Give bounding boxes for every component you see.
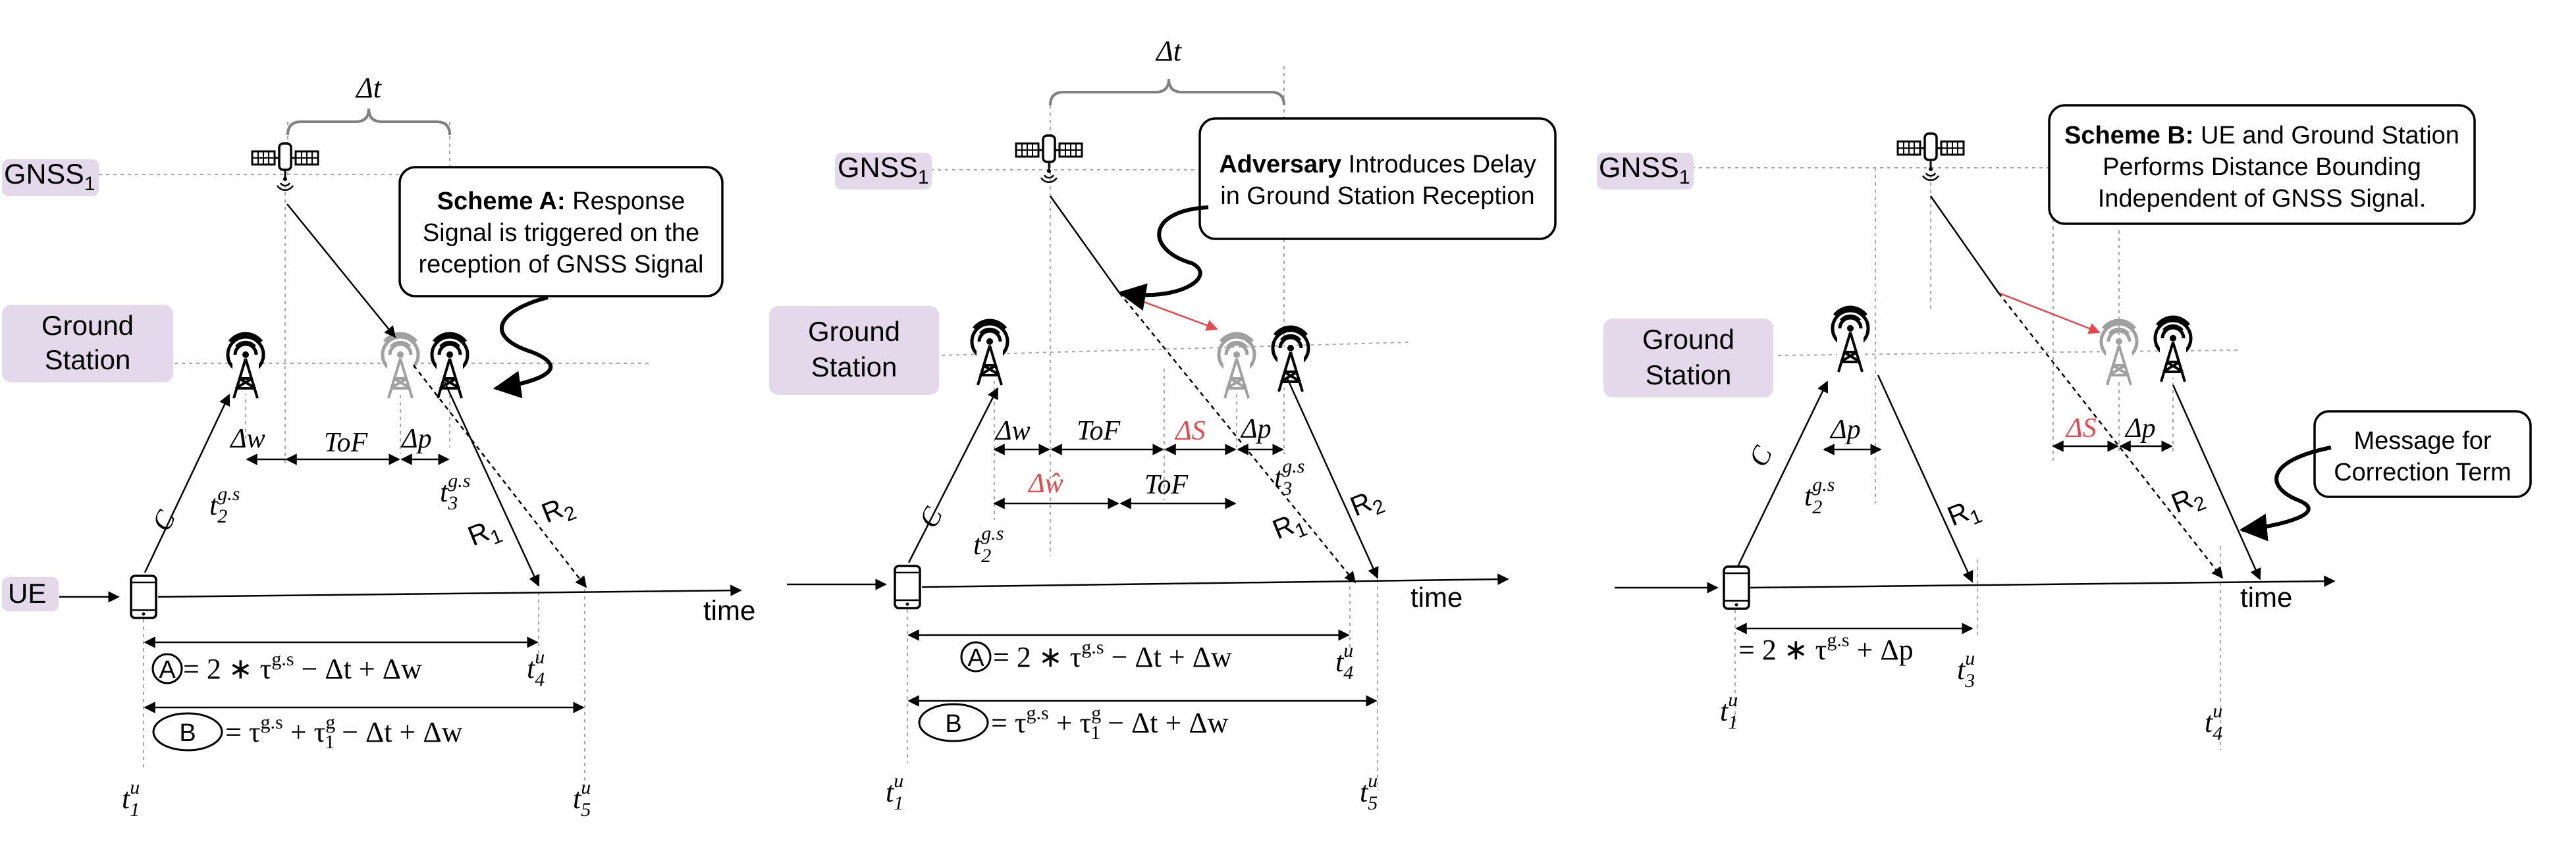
svg-text:reception of GNSS Signal: reception of GNSS Signal bbox=[418, 251, 703, 278]
r1-label: R1 bbox=[1268, 505, 1310, 550]
antenna-tower-icon bbox=[1273, 327, 1308, 392]
time-label: time bbox=[703, 595, 755, 626]
t1-u-label: t1u bbox=[886, 770, 903, 814]
ground-station-label-line2: Station bbox=[1646, 359, 1732, 390]
panel-scheme-a: GNSS1 Ground Station UE Δt C R1 R2 bbox=[2, 72, 755, 821]
delta-s-label: ΔS bbox=[2065, 413, 2097, 444]
r2-label: R2 bbox=[537, 488, 579, 534]
t2-gs-label: t2g.s bbox=[209, 483, 240, 527]
correction-callout: Message for Correction Term bbox=[2239, 410, 2532, 542]
smartphone-icon bbox=[894, 565, 921, 609]
satellite-icon bbox=[1896, 132, 1965, 182]
t3-u-label: t3u bbox=[1957, 648, 1975, 692]
ground-station-label-line2: Station bbox=[45, 344, 131, 375]
ground-station-label-line1: Ground bbox=[1642, 324, 1734, 355]
ue-label-box bbox=[2, 577, 59, 611]
ghost-antenna-tower-icon bbox=[2101, 320, 2137, 385]
gnss-label: GNSS1 bbox=[838, 152, 929, 188]
delta-w-label: Δw bbox=[994, 416, 1031, 446]
t5-u-label: t5u bbox=[573, 777, 591, 821]
scheme-a-callout: Scheme A: Response Signal is triggered o… bbox=[398, 166, 724, 399]
adversary-callout: Adversary Introduces Delay in Ground Sta… bbox=[1117, 117, 1557, 311]
equation-a: = 2 ∗ τg.s − Δt + Δw bbox=[183, 648, 422, 685]
t4-u-label: t4u bbox=[527, 646, 545, 690]
ghost-antenna-tower-icon bbox=[383, 334, 418, 398]
delta-t-label: Δt bbox=[355, 72, 383, 104]
ground-station-label-box bbox=[2, 305, 173, 382]
satellite-icon bbox=[251, 142, 319, 192]
tof-label: ToF bbox=[324, 428, 368, 458]
delta-t-brace bbox=[286, 108, 451, 136]
delta-t-label: Δt bbox=[1155, 35, 1183, 67]
ue-label: UE bbox=[8, 578, 46, 609]
satellite-icon bbox=[1015, 134, 1083, 184]
delta-p-label: Δp bbox=[2124, 413, 2156, 444]
delta-p-label: Δp bbox=[1829, 415, 1861, 445]
t1-u-label: t1u bbox=[1720, 689, 1738, 733]
t5-u-label: t5u bbox=[1360, 770, 1378, 814]
tof-label: ToF bbox=[1144, 470, 1189, 500]
antenna-tower-icon bbox=[1833, 307, 1868, 372]
delta-p-label: Δp bbox=[400, 424, 432, 454]
delta-s-label: ΔS bbox=[1174, 416, 1206, 446]
svg-text:Adversary Introduces Delay: Adversary Introduces Delay bbox=[1219, 151, 1536, 178]
delta-w-label: Δw bbox=[229, 424, 265, 454]
time-label: time bbox=[1410, 582, 1462, 613]
t2-gs-label: t2g.s bbox=[1804, 474, 1835, 518]
svg-text:Message for: Message for bbox=[2353, 427, 2491, 455]
svg-text:Signal is triggered on the: Signal is triggered on the bbox=[423, 219, 699, 247]
delta-w-hat-label: Δŵ bbox=[1027, 469, 1063, 499]
svg-text:A: A bbox=[967, 644, 984, 672]
scheme-a-marker: A bbox=[159, 656, 176, 684]
time-label: time bbox=[2240, 582, 2292, 613]
c-label: C bbox=[147, 505, 182, 536]
antenna-tower-icon bbox=[2155, 317, 2191, 382]
t2-gs-label: t2g.s bbox=[973, 523, 1004, 567]
gnss-label-box bbox=[2, 159, 99, 196]
smartphone-icon bbox=[1723, 565, 1750, 610]
equation-a: = 2 ∗ τg.s − Δt + Δw bbox=[993, 636, 1232, 673]
t4-u-label: t4u bbox=[1335, 640, 1353, 684]
t1-u-label: t1u bbox=[122, 777, 140, 821]
scheme-b-callout: Scheme B: UE and Ground Station Performs… bbox=[2048, 104, 2476, 225]
svg-text:in Ground Station Reception: in Ground Station Reception bbox=[1220, 182, 1534, 210]
svg-text:B: B bbox=[945, 710, 961, 738]
panel-scheme-b: GNSS1 Ground Station C R1 R2 Δp ΔS Δp t2… bbox=[1597, 104, 2532, 750]
r1-label: R1 bbox=[464, 511, 506, 557]
svg-text:Scheme B: UE and Ground Statio: Scheme B: UE and Ground Station bbox=[2064, 122, 2459, 149]
svg-text:Independent of GNSS Signal.: Independent of GNSS Signal. bbox=[2098, 185, 2427, 213]
gnss-label: GNSS1 bbox=[1599, 152, 1690, 188]
c-label: C bbox=[914, 502, 950, 532]
svg-text:Scheme A: Response: Scheme A: Response bbox=[437, 188, 685, 215]
panel-adversary: GNSS1 Ground Station Δt C R1 R2 Δw ToF Δ… bbox=[769, 35, 1557, 814]
tof-label: ToF bbox=[1077, 416, 1121, 446]
smartphone-icon bbox=[130, 575, 157, 619]
time-axis bbox=[157, 584, 742, 598]
antenna-tower-icon bbox=[972, 320, 1007, 385]
t3-gs-label: t3g.s bbox=[1274, 455, 1304, 499]
ground-station-label-line1: Ground bbox=[808, 316, 900, 347]
r2-label: R2 bbox=[2167, 478, 2209, 524]
scheme-b-marker: B bbox=[179, 719, 196, 747]
equation-c: = 2 ∗ τg.s + Δp bbox=[1738, 629, 1914, 666]
c-label: C bbox=[1744, 441, 1779, 471]
ghost-antenna-tower-icon bbox=[1219, 334, 1254, 398]
t4-u-label: t4u bbox=[2205, 700, 2222, 744]
t3-gs-label: t3g.s bbox=[440, 470, 470, 514]
svg-text:Performs Distance Bounding: Performs Distance Bounding bbox=[2103, 153, 2421, 181]
gnss-label: GNSS1 bbox=[4, 159, 95, 195]
ground-station-label-line1: Ground bbox=[41, 310, 134, 341]
antenna-tower-icon bbox=[228, 334, 263, 398]
ground-station-label-line2: Station bbox=[811, 351, 898, 382]
delta-p-label: Δp bbox=[1240, 414, 1272, 444]
antenna-tower-icon bbox=[432, 334, 468, 398]
svg-text:Correction Term: Correction Term bbox=[2334, 459, 2511, 486]
